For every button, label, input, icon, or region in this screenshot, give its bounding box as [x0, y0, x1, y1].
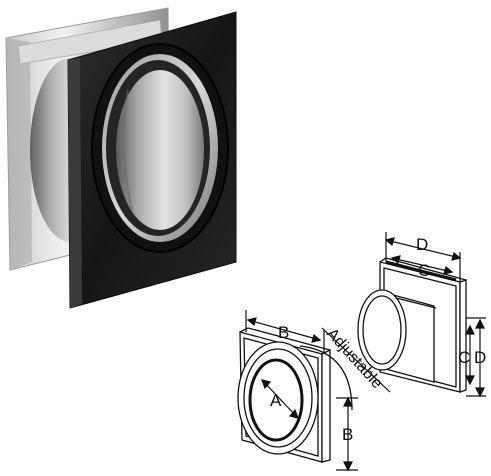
- label-d-side: D: [474, 348, 486, 367]
- label-a: A: [270, 391, 282, 410]
- label-c-side: C: [458, 348, 470, 367]
- rear-unit-drawing: [357, 257, 467, 393]
- label-d-top: D: [416, 235, 428, 254]
- tube-opening: [116, 70, 204, 230]
- dimension-lines: [245, 232, 486, 472]
- label-c-top: C: [418, 261, 430, 280]
- thimble-photo: [5, 7, 237, 309]
- front-unit-drawing: [237, 327, 353, 463]
- label-b-top: B: [278, 323, 289, 342]
- label-b-side: B: [342, 425, 353, 444]
